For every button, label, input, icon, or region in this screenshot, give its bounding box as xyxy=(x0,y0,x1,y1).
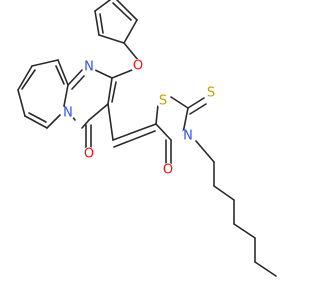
bond-layer xyxy=(17,0,277,277)
bond xyxy=(55,65,65,85)
bond xyxy=(98,34,125,44)
atom-symbol: O xyxy=(84,147,94,162)
atom-symbol: N xyxy=(84,60,94,75)
bond xyxy=(112,123,157,141)
bond xyxy=(113,130,156,148)
bond xyxy=(123,19,138,44)
atom-label-a2: N xyxy=(61,106,75,121)
bond xyxy=(21,69,36,90)
atom-symbol: O xyxy=(133,59,143,74)
bond xyxy=(92,68,113,79)
atom-label-a5: S xyxy=(156,94,170,109)
atom-label-a6: N xyxy=(181,129,195,144)
bond xyxy=(155,104,159,125)
atom-label-a1: N xyxy=(82,60,96,75)
atom-label-a4: O xyxy=(82,147,96,162)
bond xyxy=(88,103,109,121)
atom-symbol: S xyxy=(159,94,167,109)
bond xyxy=(187,97,205,109)
bond xyxy=(155,123,172,141)
bond xyxy=(28,112,47,123)
molecule-canvas: N N O O S N S xyxy=(17,0,277,277)
atom-label-a7: S xyxy=(204,86,218,101)
atom-symbol: N xyxy=(63,106,73,121)
bond xyxy=(67,68,84,86)
bond xyxy=(99,13,104,34)
bond xyxy=(170,96,189,109)
atom-label-a3: O xyxy=(131,59,145,74)
bond xyxy=(189,103,207,115)
bond xyxy=(63,84,69,107)
atom-symbol: S xyxy=(207,86,215,101)
structure-drawing: N N O O S N S xyxy=(17,0,277,277)
bond xyxy=(115,0,138,21)
bond xyxy=(112,2,132,21)
bond xyxy=(17,89,26,117)
bond xyxy=(81,119,90,129)
bond xyxy=(111,81,117,103)
atom-label-a8: O xyxy=(161,163,175,178)
bond xyxy=(57,59,69,86)
bond xyxy=(233,223,256,239)
bond xyxy=(94,0,112,12)
atom-symbol: N xyxy=(183,129,193,144)
bond xyxy=(195,140,215,163)
atom-symbol: O xyxy=(163,163,173,178)
bond xyxy=(107,103,114,141)
bond xyxy=(111,69,133,79)
bond xyxy=(71,75,85,90)
bond xyxy=(123,42,139,61)
bond xyxy=(31,59,59,67)
bond xyxy=(24,115,48,129)
atom-label-layer: N N O O S N S xyxy=(61,59,218,178)
bond xyxy=(182,107,189,134)
bond xyxy=(17,65,33,91)
bond xyxy=(107,77,113,105)
bond xyxy=(46,114,61,129)
bond xyxy=(94,10,100,36)
bond xyxy=(254,261,277,277)
bond xyxy=(213,185,235,201)
